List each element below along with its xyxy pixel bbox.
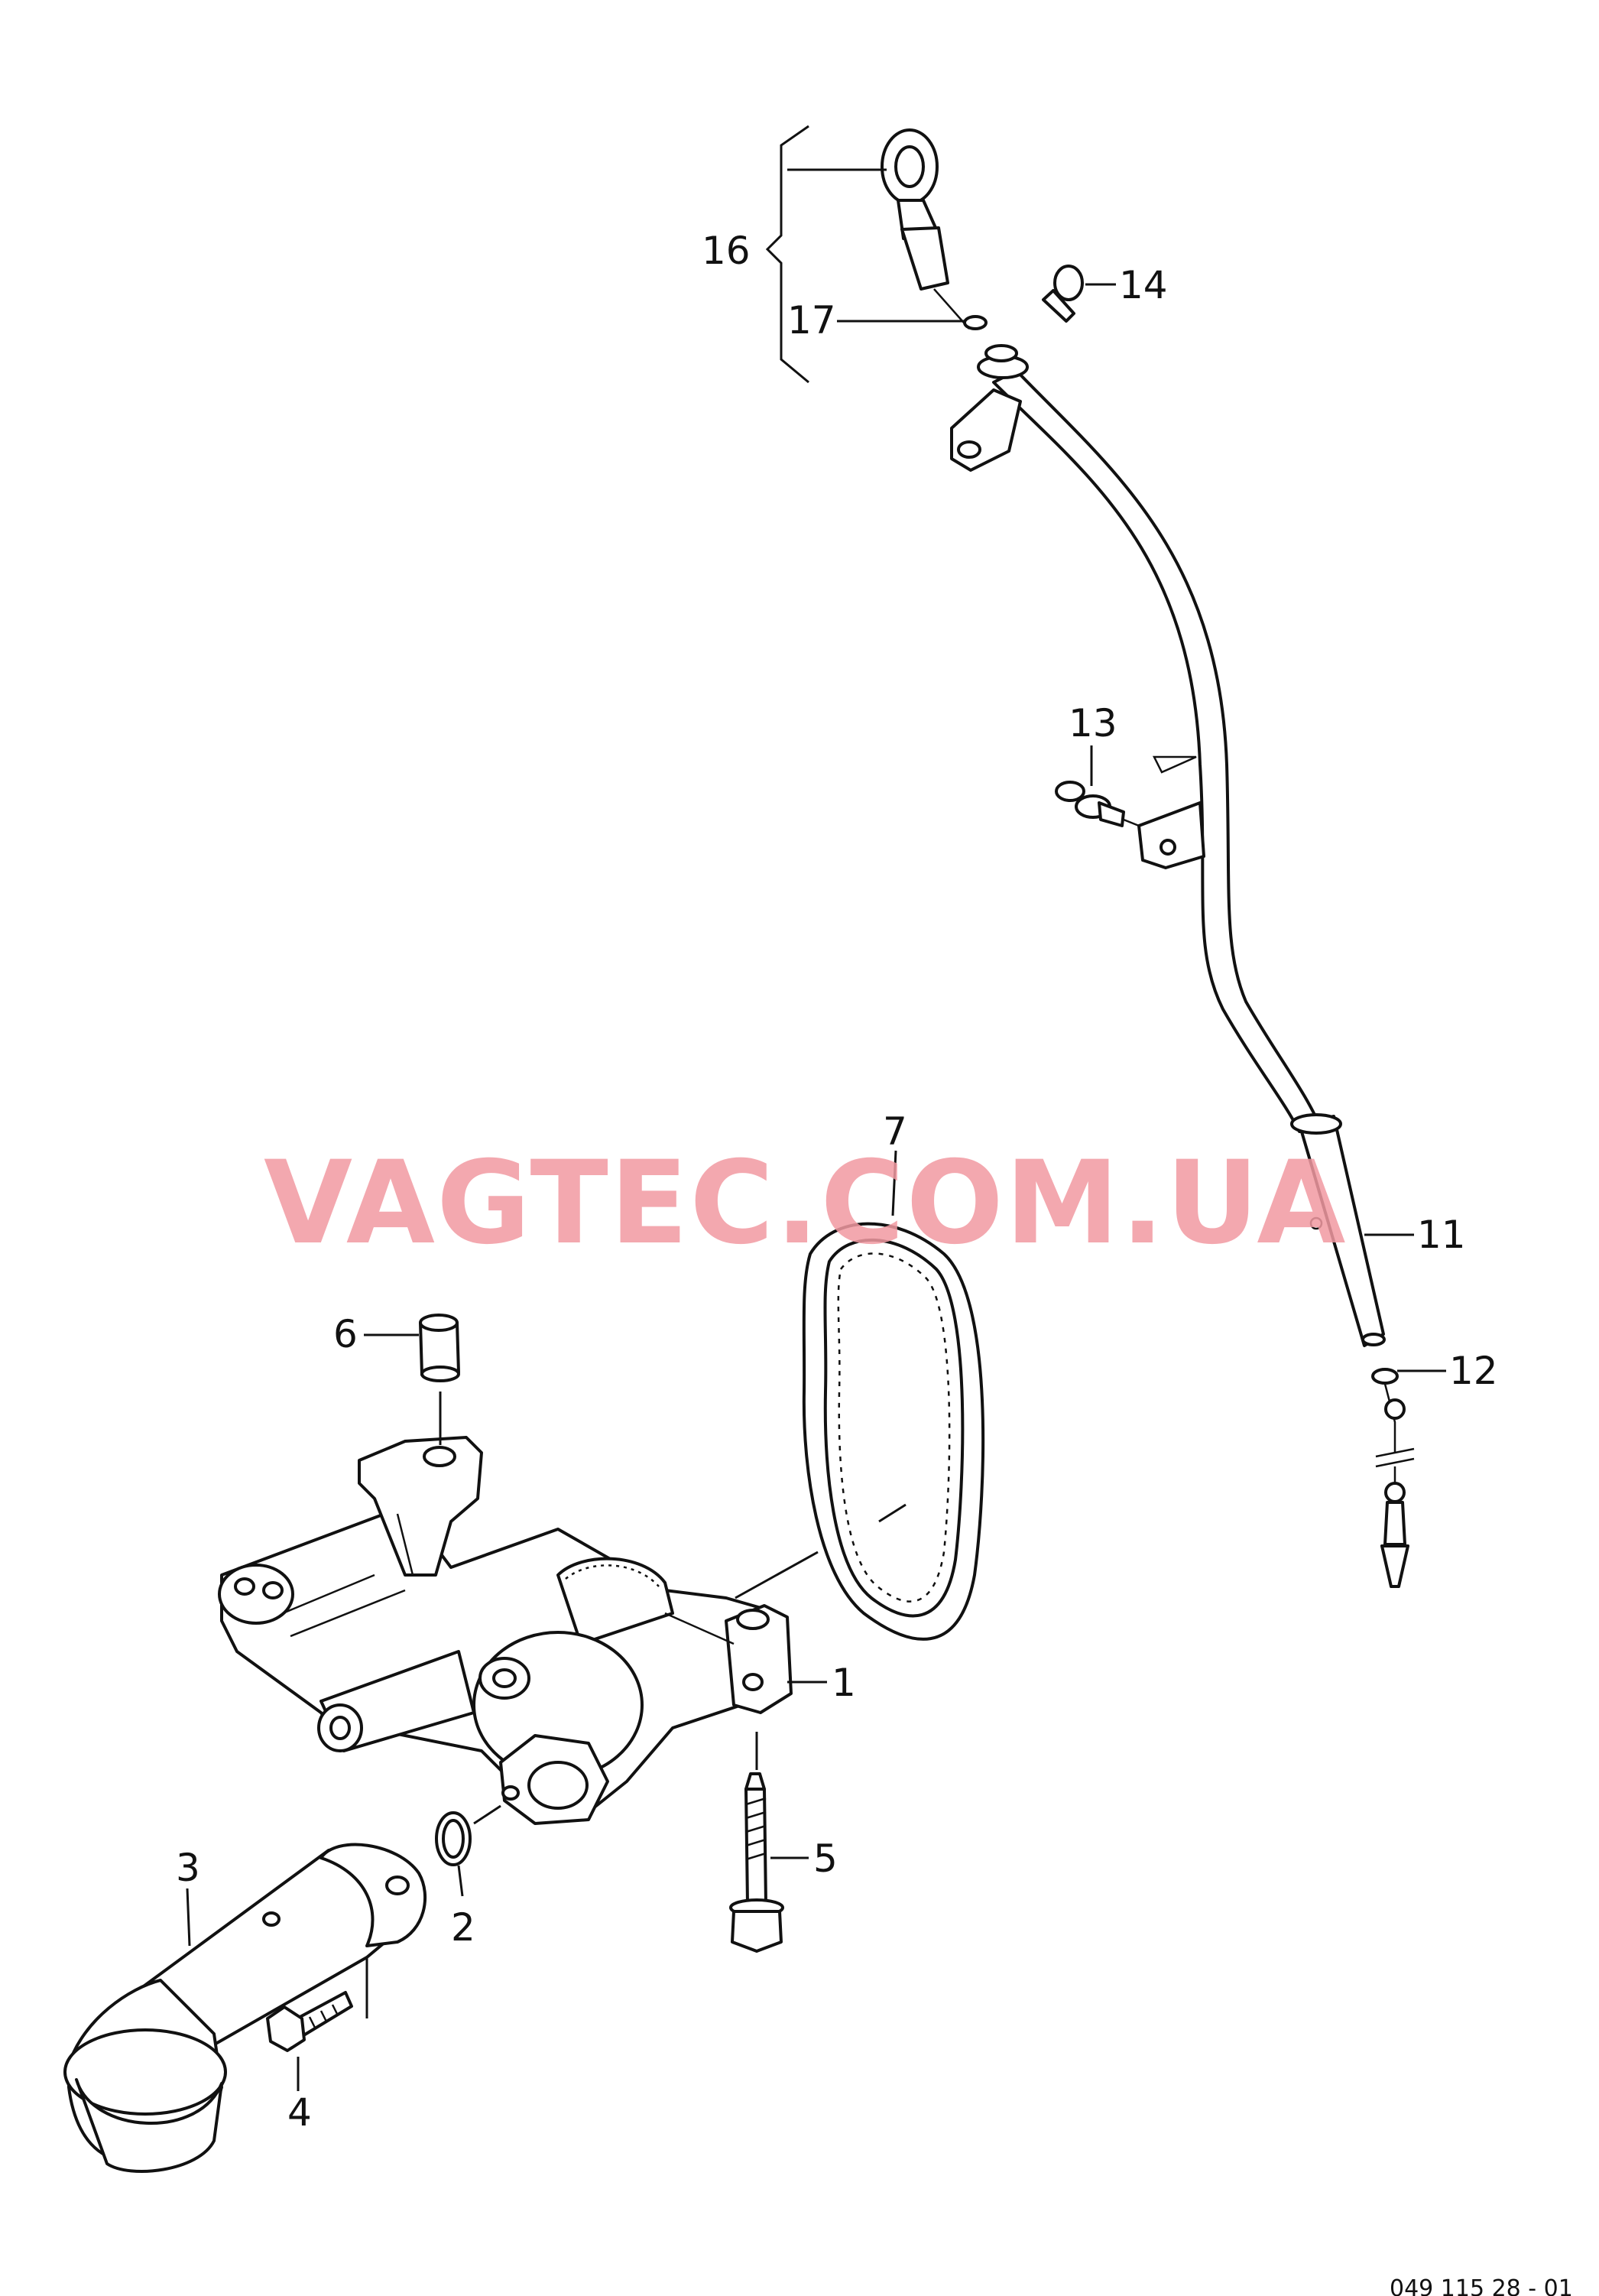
callout-13: 13 xyxy=(1069,701,1117,745)
callout-3: 3 xyxy=(176,1846,200,1890)
callout-7: 7 xyxy=(883,1109,907,1154)
dipstick-guide-tube xyxy=(950,344,1386,1347)
callout-11: 11 xyxy=(1417,1213,1466,1257)
bolt-5 xyxy=(729,1772,784,1953)
dowel-sleeve xyxy=(419,1314,460,1382)
callout-6: 6 xyxy=(333,1312,358,1356)
fastener-13 xyxy=(1055,781,1140,827)
callout-14: 14 xyxy=(1119,263,1168,307)
oil-intake-pipe xyxy=(63,1843,427,2173)
bolt-14 xyxy=(1042,265,1084,323)
callout-5: 5 xyxy=(813,1836,838,1881)
callout-1: 1 xyxy=(832,1661,856,1705)
callout-12: 12 xyxy=(1449,1349,1498,1393)
dipstick-lower-end xyxy=(1371,1368,1415,1588)
o-ring xyxy=(435,1811,472,1866)
oil-pump xyxy=(218,1436,793,1825)
callout-17: 17 xyxy=(787,298,836,343)
oil-dipstick xyxy=(881,128,970,330)
drawing-code: 049 115 28 - 01 xyxy=(1390,2275,1573,2296)
watermark: VAGTEC.COM.UA xyxy=(264,1137,1347,1270)
dipstick-seal-ring xyxy=(963,315,988,330)
callout-2: 2 xyxy=(451,1905,475,1950)
callout-16: 16 xyxy=(702,229,751,273)
callout-4: 4 xyxy=(287,2090,312,2135)
bolt-4 xyxy=(266,1991,353,2052)
leader-lines xyxy=(186,125,1446,2091)
toothed-belt xyxy=(802,1222,985,1641)
